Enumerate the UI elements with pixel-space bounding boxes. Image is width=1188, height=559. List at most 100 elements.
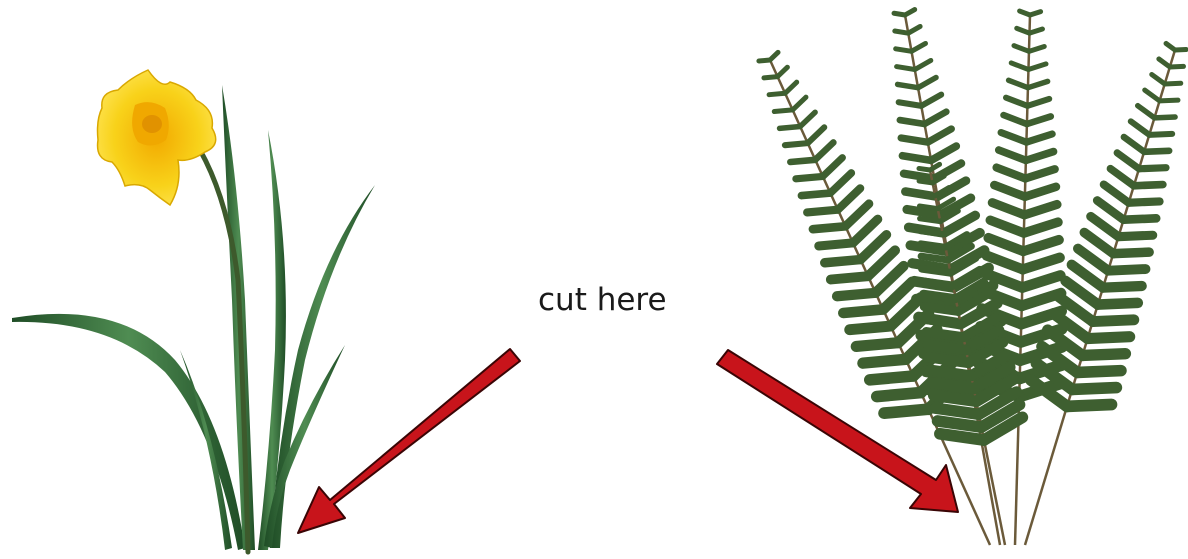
fern-leaflet: [1159, 59, 1170, 67]
fern-leaflet: [929, 357, 969, 363]
fern-leaflet: [918, 78, 936, 88]
fern-leaflet: [894, 13, 905, 15]
fern-leaflet: [838, 188, 860, 209]
fern-leaflet: [796, 176, 823, 178]
fern-leaflet: [921, 244, 946, 247]
fern-leaflet: [1104, 185, 1129, 203]
fern-leaflet: [870, 376, 914, 380]
fern-leaflet: [1024, 204, 1057, 214]
fern-leaflet: [920, 231, 943, 234]
daffodil-plant-icon: [12, 70, 375, 552]
daffodil-flower: [98, 70, 216, 205]
fern-leaflet: [780, 127, 801, 129]
fern-leaflet: [934, 395, 977, 401]
fern-leaflet: [1006, 98, 1027, 106]
fern-leaflet: [1139, 168, 1166, 169]
daffodil-leaf: [12, 314, 245, 550]
fern-leaflet: [1113, 252, 1149, 254]
fern-leaflet: [845, 204, 869, 227]
fern-leaflet: [856, 343, 898, 347]
fern-leaflet: [785, 143, 808, 145]
fern-leaflet: [1138, 106, 1155, 118]
fern-leaflet: [1097, 200, 1123, 219]
fern-leaflet: [825, 260, 861, 263]
fern-leaflet: [877, 393, 921, 397]
fern-leaflet: [1103, 286, 1142, 288]
fern-leaflet: [922, 269, 951, 273]
fern-leaflet: [1004, 115, 1027, 124]
fern-leaflet: [919, 168, 930, 170]
fern-leaflet: [997, 168, 1026, 179]
fern-leaflet: [1011, 63, 1028, 70]
fern-leaflet: [902, 156, 931, 161]
fern-leaflet: [808, 127, 825, 143]
fern-leaflet: [928, 129, 952, 142]
fern-leaflet: [1023, 240, 1059, 251]
fern-leaflet: [1108, 269, 1145, 271]
fern-leaflet: [1077, 371, 1121, 373]
fern-leaflet: [994, 185, 1024, 197]
fern-leaflet: [1110, 169, 1133, 186]
fern-leaflet: [1022, 275, 1060, 287]
fern-leaflet: [924, 307, 958, 312]
fern-leaflet: [1093, 320, 1134, 322]
fern-leaflet: [931, 146, 956, 160]
fern-leaflet: [898, 84, 918, 87]
fern-leaflet: [1124, 218, 1157, 219]
fern-leaflet: [1014, 46, 1029, 52]
fern-leaflet: [938, 421, 982, 427]
fern-leaflet: [928, 345, 966, 350]
fern-leaflet: [1020, 11, 1030, 15]
fern-leaflet: [895, 31, 908, 33]
fern-plant-icon: [759, 10, 1186, 545]
fern-leaflet: [923, 294, 955, 299]
fern-leaflet: [830, 173, 851, 193]
fern-leaflet: [1149, 134, 1172, 135]
fern-leaflet: [759, 60, 770, 61]
fern-leaflet: [837, 293, 876, 296]
fern-leaflet: [813, 226, 846, 229]
fern-leaflet: [764, 77, 778, 78]
fern-leaflet: [815, 142, 833, 159]
fern-leaflet: [1117, 153, 1139, 169]
fern-leaflet: [1028, 81, 1048, 87]
fern-leaflet: [1026, 134, 1052, 142]
fern-leaflet: [921, 256, 948, 260]
fern-leaflet: [1091, 216, 1119, 236]
fern-leaflet: [1082, 354, 1125, 356]
fern-leaflet: [901, 138, 928, 142]
fern-leaflet: [1067, 405, 1111, 407]
fern-leaflet: [1023, 258, 1060, 270]
fern-leaflet: [823, 158, 843, 177]
fern-leaflet: [1088, 337, 1130, 339]
fern-leaflet: [1124, 137, 1144, 152]
fern-leaflet: [800, 112, 815, 126]
fern-leaflet: [1098, 303, 1138, 305]
fern-leaflet: [920, 219, 940, 222]
fern-leaflet: [940, 434, 984, 440]
fern-leaflet: [801, 193, 830, 196]
fern-leaflet: [774, 110, 792, 112]
fern-leaflet: [926, 332, 963, 337]
fern-leaflet: [1009, 80, 1028, 87]
fern-leaflet: [925, 112, 947, 124]
fern-leaflet: [1025, 187, 1056, 197]
fern-leaflet: [919, 181, 932, 183]
left-arrow-icon: [298, 349, 520, 533]
fern-leaflet: [1129, 201, 1160, 202]
fern-leaflet: [884, 409, 928, 413]
fern-leaflet: [915, 60, 931, 69]
fern-leaflet: [1072, 388, 1116, 390]
fern-leaflet: [936, 408, 979, 414]
fern-leaflet: [900, 120, 925, 124]
fern-leaflet: [921, 95, 941, 106]
fern-leaflet: [899, 102, 922, 106]
fern-leaflet: [988, 238, 1023, 251]
fern-leaflet: [769, 93, 785, 94]
fern-leaflet: [1017, 28, 1030, 33]
fern-leaflet: [1160, 100, 1178, 101]
fern-leaflet: [1145, 90, 1160, 101]
fern-leaflet: [1152, 74, 1165, 83]
fern-leaflet: [807, 210, 838, 213]
